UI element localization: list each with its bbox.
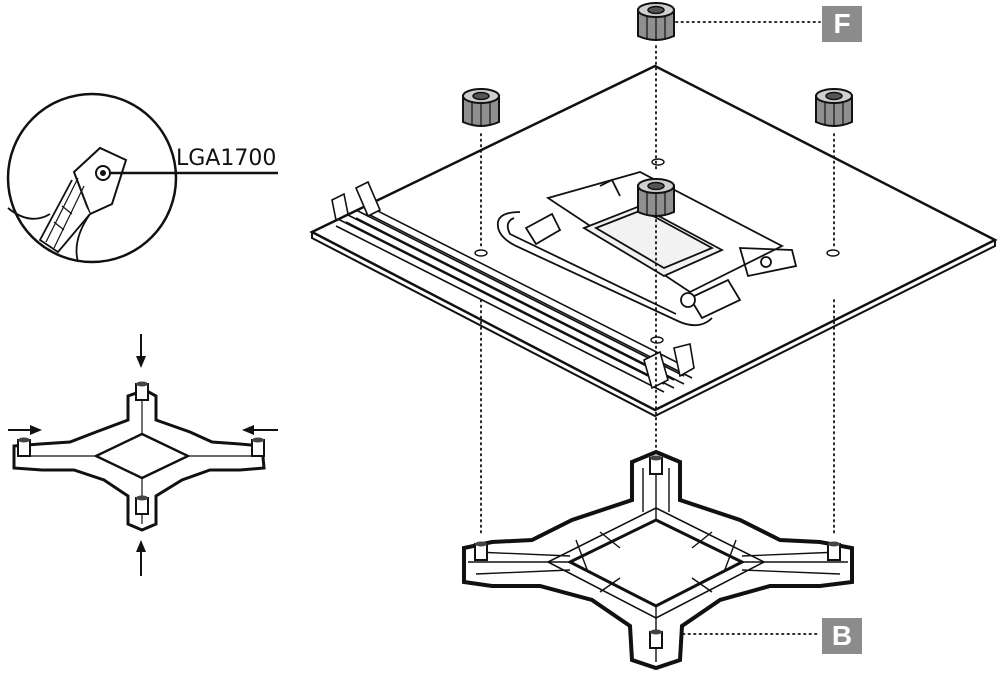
board-holes bbox=[474, 158, 840, 344]
standoff-right bbox=[815, 88, 853, 128]
small-post-left bbox=[17, 436, 31, 457]
backplate-post-bottom bbox=[649, 628, 663, 649]
backplate-part-tag: B bbox=[822, 618, 862, 654]
arrow-down-icon bbox=[136, 334, 146, 368]
small-post-bottom bbox=[135, 494, 149, 515]
backplate bbox=[462, 449, 854, 671]
standoff-part-tag: F bbox=[822, 6, 862, 42]
backplate-post-left bbox=[474, 540, 488, 561]
socket-detail-callout bbox=[6, 92, 278, 264]
ram-slots bbox=[331, 180, 695, 393]
small-post-right bbox=[251, 436, 265, 457]
cpu-socket bbox=[496, 171, 798, 327]
arrow-left-icon bbox=[242, 425, 278, 435]
socket-label: LGA1700 bbox=[176, 146, 277, 171]
standoff-f-top bbox=[637, 2, 675, 42]
arrow-up-icon bbox=[136, 540, 146, 576]
arrow-right-icon bbox=[8, 425, 42, 435]
backplate-post-right bbox=[827, 540, 841, 561]
backplate-post-top bbox=[649, 454, 663, 475]
standoff-center bbox=[637, 178, 675, 218]
small-post-top bbox=[135, 380, 149, 401]
standoff-left bbox=[462, 88, 500, 128]
backplate-insert-diagram bbox=[12, 388, 266, 532]
